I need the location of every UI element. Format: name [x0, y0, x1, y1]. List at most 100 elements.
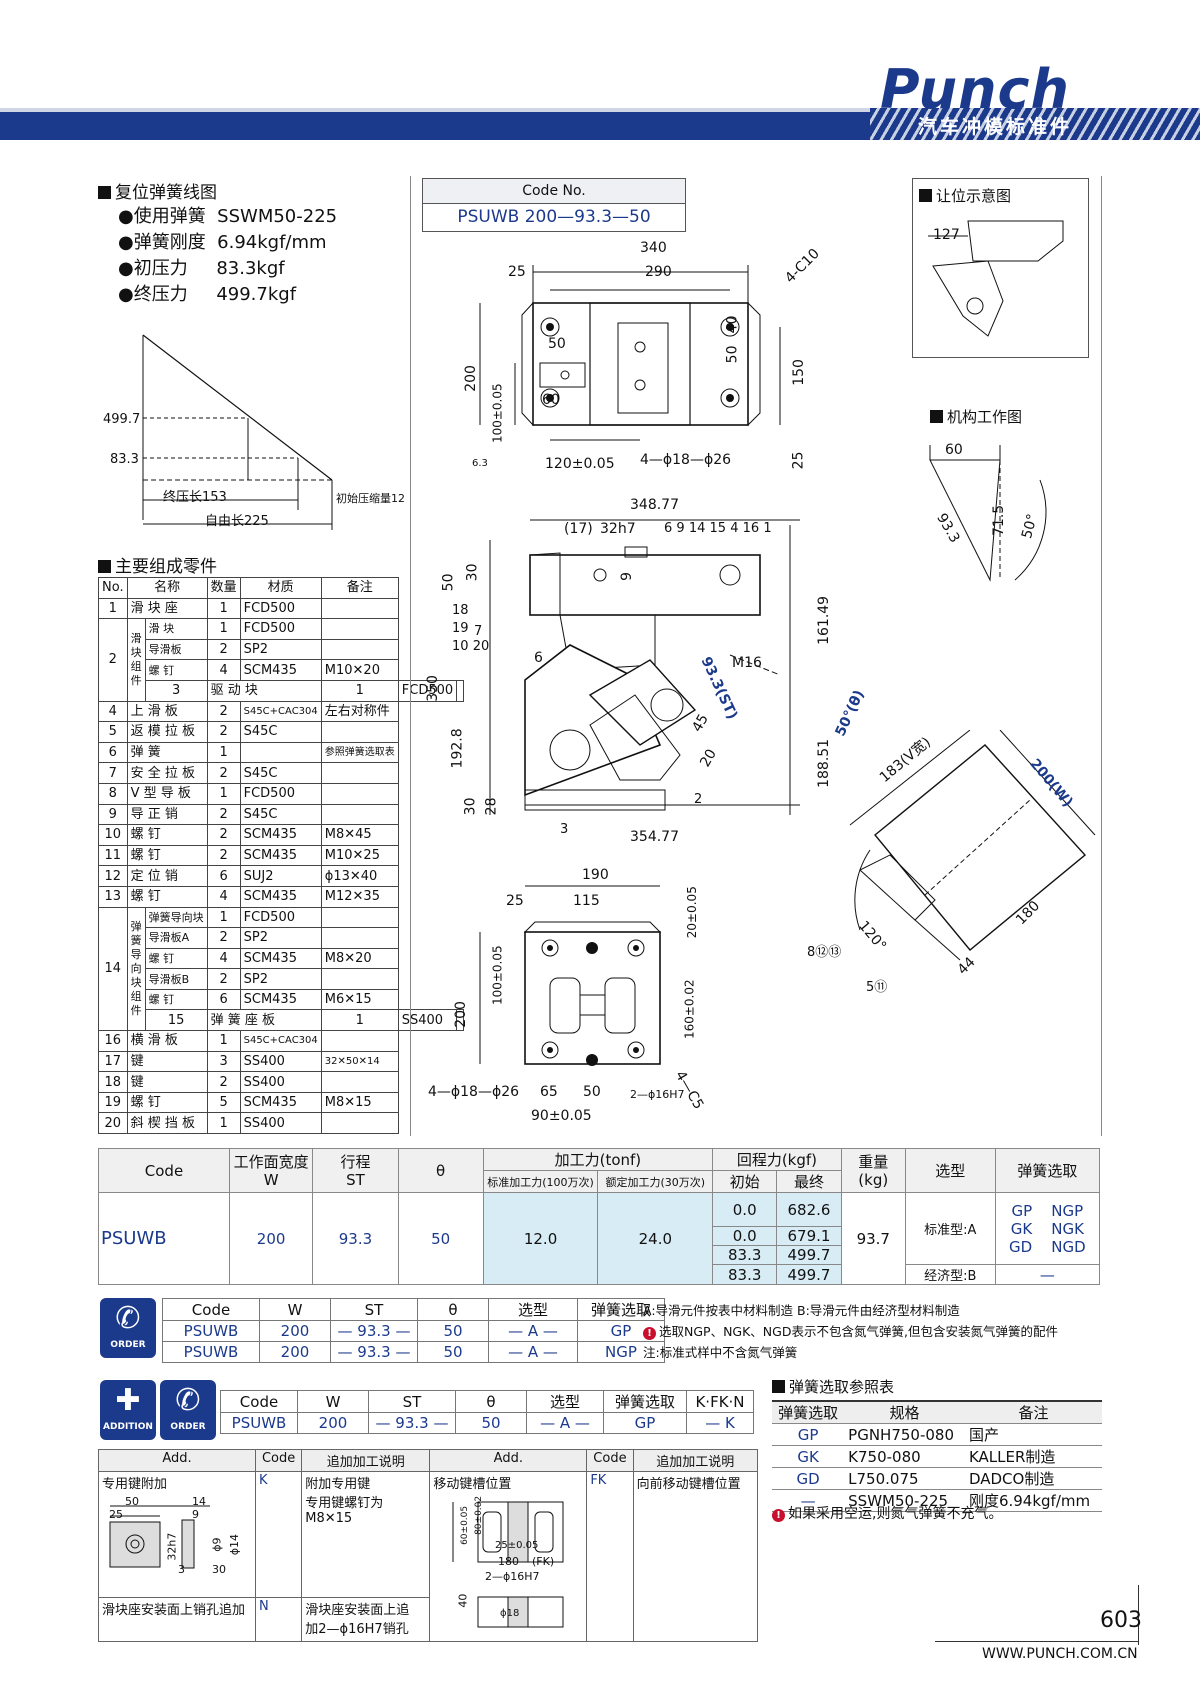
parts-cell: 9 — [98, 803, 128, 826]
parts-cell — [320, 638, 399, 661]
parts-cell: 2 — [206, 638, 241, 661]
parts-cell: SP2 — [239, 927, 322, 949]
gas-cell: PGNH750-080 — [844, 1423, 965, 1446]
parts-cell — [320, 618, 399, 640]
dim-20b: 20±0.05 — [684, 886, 699, 939]
free-length-label: 自由长225 — [205, 514, 269, 529]
parts-cell: 1 — [320, 679, 399, 702]
parts-cell: 螺 钉 — [126, 844, 208, 867]
spec-type-eco: 经济型:B — [904, 1264, 996, 1285]
gas-cell: DADCO制造 — [964, 1467, 1102, 1490]
parts-cell: SP2 — [239, 638, 322, 661]
add-cell: 200 — [297, 1412, 369, 1434]
order-h: Code — [162, 1298, 260, 1321]
dim-40: 40 — [724, 315, 741, 334]
dim-350: 350 — [424, 675, 441, 702]
order-notes: A:导滑元件按表中材料制造 B:导滑元件由经济型材料制造 !选取NGP、NGK、… — [643, 1300, 1058, 1363]
parts-cell: 1 — [206, 906, 241, 929]
gas-cell: SSWM50-225 — [844, 1489, 965, 1512]
plus-icon: ✚ — [115, 1383, 141, 1418]
spec-row: ●弹簧刚度 6.94kgf/mm — [118, 232, 327, 253]
dim-4-holes: 4—ϕ18—ϕ26 — [640, 452, 732, 468]
code-value: PSUWB 200—93.3—50 — [457, 207, 651, 227]
parts-cell: M8✕20 — [320, 947, 399, 970]
addp-k-desc: 附加专用键 专用键螺钉为 M8✕15 — [301, 1471, 431, 1598]
mechanism-drawing — [929, 445, 1047, 582]
clearance-drawing — [928, 220, 1064, 337]
add-process-table: Add. Code 追加加工说明 Add. Code 追加加工说明 专用键附加 … — [98, 1449, 759, 1642]
k-dim-14: 14 — [192, 1495, 206, 1508]
parts-cell: 上 滑 板 — [126, 700, 208, 723]
parts-cell: M6✕15 — [320, 988, 399, 1011]
order-cell: — 93.3 — — [330, 1341, 418, 1363]
initial-compression-label: 初始压缩量12 — [336, 492, 405, 505]
order-note: !选取NGP、NGK、NGD表示不包含氮气弹簧,但包含安装氮气弹簧的配件 — [643, 1321, 1058, 1342]
gas-cell: KALLER制造 — [964, 1445, 1102, 1468]
gas-cell: GD — [772, 1467, 845, 1490]
page-number: 603 — [1100, 1608, 1142, 1633]
parts-cell: 导滑板A — [144, 927, 208, 949]
order-h: 弹簧选取 — [577, 1298, 665, 1321]
parts-cell: 导 正 销 — [126, 803, 208, 826]
footer-divider — [1138, 1585, 1139, 1645]
parts-cell: 螺 钉 — [126, 1091, 208, 1114]
gas-cell: 国产 — [964, 1423, 1102, 1446]
dim-161: 161.49 — [816, 595, 833, 645]
add-h: θ — [455, 1390, 527, 1413]
vguide-drawing — [849, 730, 1096, 961]
parts-cell: 4 — [206, 947, 241, 970]
addp-h: 追加加工说明 — [632, 1449, 759, 1472]
k-dim-9b: ϕ9 — [210, 1537, 224, 1552]
parts-cell: 2 — [206, 1071, 241, 1093]
order-h: ST — [330, 1298, 418, 1321]
order-cell: PSUWB — [162, 1320, 260, 1342]
fk-dim-80: 80±0.02 — [474, 1495, 485, 1535]
dim-6: 6 — [534, 650, 543, 666]
dim-60: 60 — [542, 392, 560, 408]
addp-fk-code: FK — [586, 1471, 634, 1642]
parts-cell: SP2 — [239, 968, 322, 990]
spec-h-final: 最终 — [776, 1170, 842, 1193]
order-h: W — [259, 1298, 331, 1321]
parts-cell: 1 — [320, 1009, 399, 1032]
dim-290: 290 — [645, 264, 672, 280]
dim-4holes-b: 4—ϕ18—ϕ26 — [428, 1084, 520, 1100]
parts-cell: SCM435 — [239, 885, 322, 908]
parts-cell — [320, 927, 399, 949]
parts-cell: 导滑板 — [144, 638, 208, 661]
parts-cell: 滑块组件 — [126, 618, 146, 702]
addp-h: Add. — [98, 1449, 256, 1472]
parts-cell: SUJ2 — [239, 865, 322, 887]
parts-cell: S45C — [239, 721, 322, 743]
parts-cell — [320, 782, 399, 805]
parts-cell: 参照弹簧选取表 — [320, 741, 399, 764]
parts-cell: 弹簧导向块组件 — [126, 906, 146, 1032]
dim-50a: 50 — [548, 336, 566, 352]
addp-h: Code — [586, 1449, 634, 1472]
dim-2holes: 2—ϕ16H7 — [630, 1088, 685, 1101]
spec-h-rated: 额定加工力(30万次) — [597, 1170, 714, 1193]
parts-cell: SCM435 — [239, 659, 322, 681]
dim-30b: 30 — [462, 797, 479, 816]
order-cell: NGP — [577, 1341, 665, 1363]
parts-cell: 斜 楔 挡 板 — [126, 1112, 208, 1135]
spec-ret-init: 83.3 — [712, 1245, 778, 1265]
parts-cell: SS400 — [239, 1071, 322, 1093]
brand-logo: Punch — [880, 58, 1070, 121]
warning-icon: ! — [772, 1509, 785, 1522]
parts-cell: 螺 钉 — [126, 885, 208, 908]
add-h: 选型 — [526, 1390, 604, 1413]
spec-h-spring: 弹簧选取 — [994, 1148, 1101, 1193]
y-tick-initial: 83.3 — [110, 452, 139, 467]
addp-h: Add. — [429, 1449, 588, 1472]
parts-cell — [456, 1009, 465, 1032]
balloon-3: 3 — [560, 822, 569, 837]
addition-table: Code W ST θ 选型 弹簧选取 K·FK·N PSUWB 200 — 9… — [220, 1390, 754, 1434]
parts-cell: 横 滑 板 — [126, 1030, 208, 1052]
parts-cell — [320, 1071, 399, 1093]
